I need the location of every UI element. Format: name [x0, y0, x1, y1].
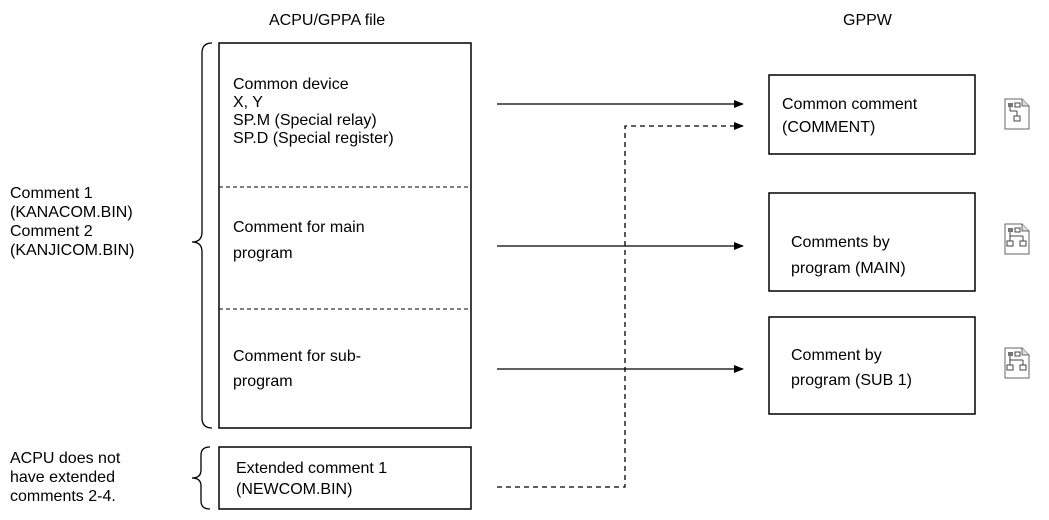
sub-comment-box	[768, 316, 976, 415]
comment1-label: Comment 1	[10, 185, 93, 202]
extended-comment-line1: Extended comment 1	[236, 460, 388, 477]
extended-comment-box	[218, 446, 472, 510]
source-file-box	[218, 42, 472, 429]
common-device-line2: X, Y	[233, 94, 263, 111]
extended-comment-line2: (NEWCOM.BIN)	[236, 481, 353, 498]
acpu-note-line1: ACPU does not	[10, 450, 121, 467]
acpu-note-line2: have extended	[10, 469, 115, 486]
common-device-line4: SP.D (Special register)	[233, 130, 394, 147]
sub-comment-line2: program (SUB 1)	[791, 372, 912, 389]
target-header: GPPW	[843, 12, 892, 29]
source-header: ACPU/GPPA file	[269, 12, 386, 29]
comment-group-brace	[191, 42, 213, 429]
main-program-line2: program	[233, 245, 293, 262]
common-comment-box	[768, 74, 976, 155]
sub-program-line2: program	[233, 373, 293, 390]
sub-program-line1: Comment for sub-	[233, 348, 362, 365]
main-comment-box	[768, 192, 976, 292]
main-program-line1: Comment for main	[233, 219, 365, 236]
sub-comment-line1: Comment by	[791, 347, 882, 364]
common-device-line3: SP.M (Special relay)	[233, 112, 377, 129]
main-comment-line1: Comments by	[791, 234, 890, 251]
common-comment-line2: (COMMENT)	[782, 119, 876, 136]
acpu-note-line3: comments 2-4.	[10, 488, 116, 505]
common-device-line1: Common device	[233, 76, 349, 93]
arrow-extended-comment	[497, 122, 744, 488]
kanacom-label: (KANACOM.BIN)	[10, 204, 133, 221]
comment2-label: Comment 2	[10, 223, 93, 240]
kanjicom-label: (KANJICOM.BIN)	[10, 242, 135, 259]
common-comment-file-icon	[1004, 98, 1030, 130]
program-comment-file-icon	[1004, 347, 1030, 379]
main-comment-line2: program (MAIN)	[791, 260, 906, 277]
program-comment-file-icon	[1004, 223, 1030, 255]
acpu-note-brace	[191, 446, 211, 510]
common-comment-line1: Common comment	[782, 96, 918, 113]
